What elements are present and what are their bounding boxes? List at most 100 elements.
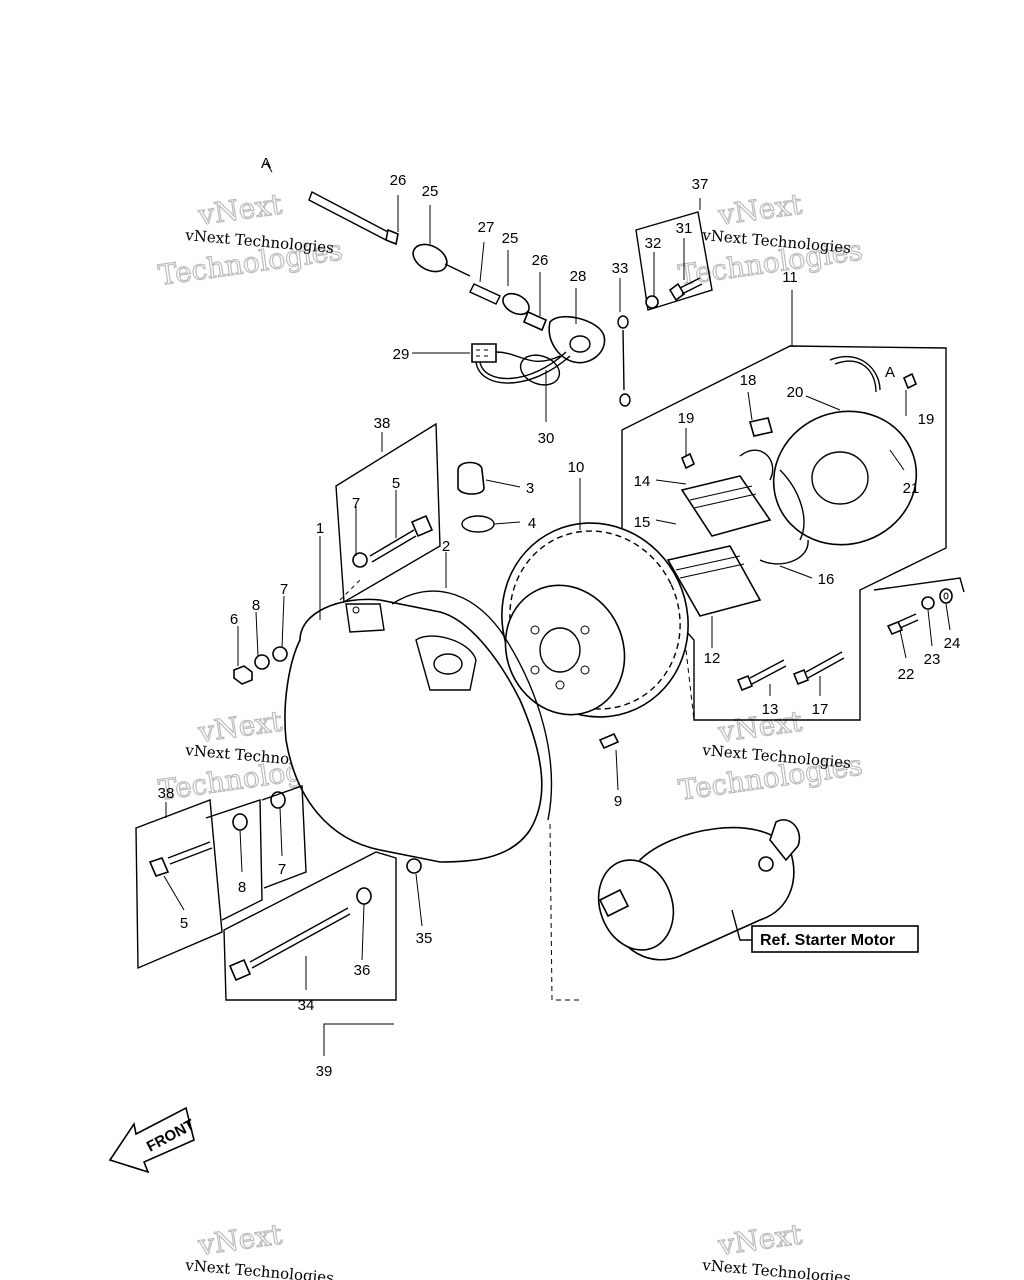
callout-22: 22	[898, 666, 915, 683]
callout-26: 26	[390, 172, 407, 189]
callout-4: 4	[528, 515, 536, 532]
kit-box	[223, 851, 397, 1001]
flywheel-face	[504, 584, 626, 716]
callout-14: 14	[634, 473, 651, 490]
tachometer-drive-assembly	[308, 191, 631, 407]
cover-body	[284, 598, 543, 863]
callout-10: 10	[568, 459, 585, 476]
watermark-bottom-right: vNext vNext Technologies	[701, 1217, 852, 1280]
callout-29: 29	[393, 346, 410, 363]
callout-25: 25	[422, 183, 439, 200]
callout-7: 7	[352, 495, 360, 512]
small-fasteners-right	[873, 577, 965, 636]
shaft-collar	[385, 228, 399, 246]
watermark-top-left: vNext Technologies vNext Technologies	[156, 187, 345, 293]
washer	[939, 588, 953, 604]
watermark-text: vNext Technologies	[184, 1256, 335, 1280]
callout-27: 27	[478, 219, 495, 236]
coil	[680, 475, 772, 537]
callout-34: 34	[298, 997, 315, 1014]
bolt-kit-39	[223, 851, 422, 1001]
alternator-cover	[284, 590, 553, 863]
callout-28: 28	[570, 268, 587, 285]
watermark-logo-text: vNext	[715, 187, 804, 232]
watermark-text: vNext Technologies	[701, 1256, 852, 1280]
gasket	[391, 590, 553, 821]
bolt-head	[148, 857, 170, 877]
bolt-shank	[679, 277, 703, 295]
washer	[232, 813, 248, 831]
ref-starter-motor-label: Ref. Starter Motor	[760, 932, 895, 949]
long-bolt	[249, 907, 351, 969]
pin	[598, 732, 620, 750]
stator-plate	[772, 410, 918, 546]
pinion-gear	[502, 292, 530, 316]
kit-box	[335, 422, 441, 604]
watermark-top-right: vNext Technologies vNext Technologies	[676, 187, 865, 293]
bolt-head	[792, 668, 810, 686]
watermark-logo-text: vNext	[195, 187, 284, 232]
washer	[254, 654, 270, 670]
coil	[666, 545, 762, 617]
bolt-set-37	[635, 211, 713, 311]
callout-30: 30	[538, 430, 555, 447]
bolt-head	[736, 674, 754, 692]
coil-wire	[739, 449, 809, 565]
motor-pinion	[598, 888, 630, 918]
callout-38: 38	[374, 415, 391, 432]
callout-15: 15	[634, 514, 651, 531]
callout-32: 32	[645, 235, 662, 252]
washer	[645, 295, 659, 309]
callout-11: 11	[782, 269, 798, 286]
flywheel-rotor	[501, 522, 689, 750]
watermark-logo-text: vNext	[195, 1217, 284, 1262]
washer	[272, 646, 288, 662]
callout-19: 19	[678, 410, 695, 427]
callout-31: 31	[676, 220, 693, 237]
watermark-bottom-left: vNext vNext Technologies	[184, 1217, 335, 1280]
bolt-kit-38-top	[335, 422, 441, 604]
leader-lines	[163, 161, 951, 1056]
callout-9: 9	[614, 793, 622, 810]
kit-box	[635, 211, 713, 311]
callout-35: 35	[416, 930, 433, 947]
drive-gear	[412, 243, 448, 273]
bolt-shank	[369, 529, 417, 563]
housing	[548, 315, 606, 364]
callout-labels: A A 26 25 27 25 26 28 29 30 33 37 32 31 …	[144, 155, 960, 1156]
hub	[539, 627, 581, 673]
callout-12: 12	[704, 650, 721, 667]
washer	[406, 858, 422, 874]
bolt-head	[410, 514, 434, 538]
alignment-lines	[339, 579, 695, 1001]
bolt	[886, 620, 904, 636]
kit-box	[135, 799, 223, 970]
cap-plug	[457, 461, 495, 533]
callout-36: 36	[354, 962, 371, 979]
o-ring	[519, 354, 561, 386]
callout-25: 25	[502, 230, 519, 247]
clamp	[748, 417, 774, 437]
callout-39: 39	[316, 1063, 333, 1080]
starter-motor	[597, 819, 919, 961]
washer	[352, 552, 368, 568]
callout-8: 8	[238, 879, 246, 896]
plug	[457, 461, 485, 495]
wire-harness	[475, 351, 571, 384]
callout-5: 5	[392, 475, 400, 492]
lead-wire	[829, 355, 881, 391]
bolt-shank	[749, 659, 787, 685]
watermark-logo-text: vNext	[715, 1217, 804, 1262]
callout-23: 23	[924, 651, 941, 668]
ref-label-box	[751, 925, 919, 953]
nut-washer-stack-left	[233, 646, 288, 685]
stator-bolts	[736, 651, 845, 692]
bolt-head	[668, 282, 686, 302]
callout-2: 2	[442, 538, 450, 555]
connector-plug	[471, 343, 497, 363]
callout-24: 24	[944, 635, 961, 652]
callout-7: 7	[278, 861, 286, 878]
callout-7: 7	[280, 581, 288, 598]
callout-20: 20	[787, 384, 804, 401]
washer	[921, 596, 935, 610]
